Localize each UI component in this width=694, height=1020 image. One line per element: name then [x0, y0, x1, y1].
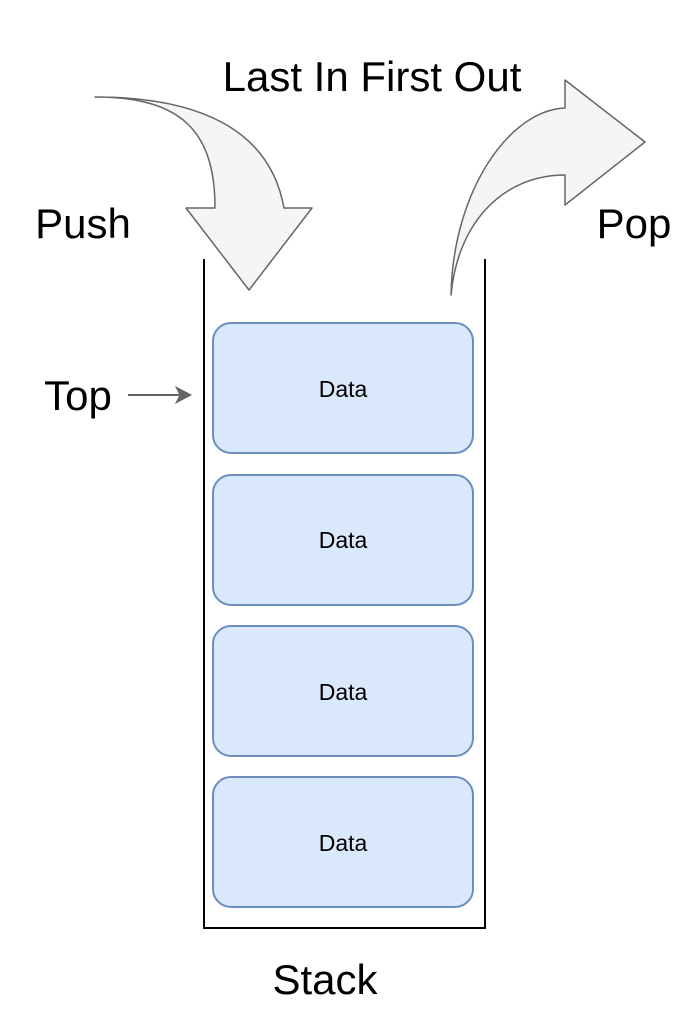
push-label: Push [35, 200, 131, 247]
top-label: Top [44, 372, 112, 419]
stack-item-label: Data [319, 830, 368, 856]
stack-item: Data [212, 474, 474, 606]
stack-caption: Stack [272, 956, 378, 1003]
pop-label: Pop [597, 200, 672, 247]
stack-item-label: Data [319, 679, 368, 705]
pop-arrow [450, 79, 646, 296]
stack-item: Data [212, 322, 474, 454]
push-arrow [94, 96, 313, 291]
stack-container [203, 259, 486, 929]
top-pointer-arrowhead [174, 385, 193, 405]
stack-item: Data [212, 776, 474, 908]
stack-item-label: Data [319, 527, 368, 553]
stack-item: Data [212, 625, 474, 757]
diagram-title: Last In First Out [223, 53, 522, 100]
stack-item-label: Data [319, 376, 368, 402]
